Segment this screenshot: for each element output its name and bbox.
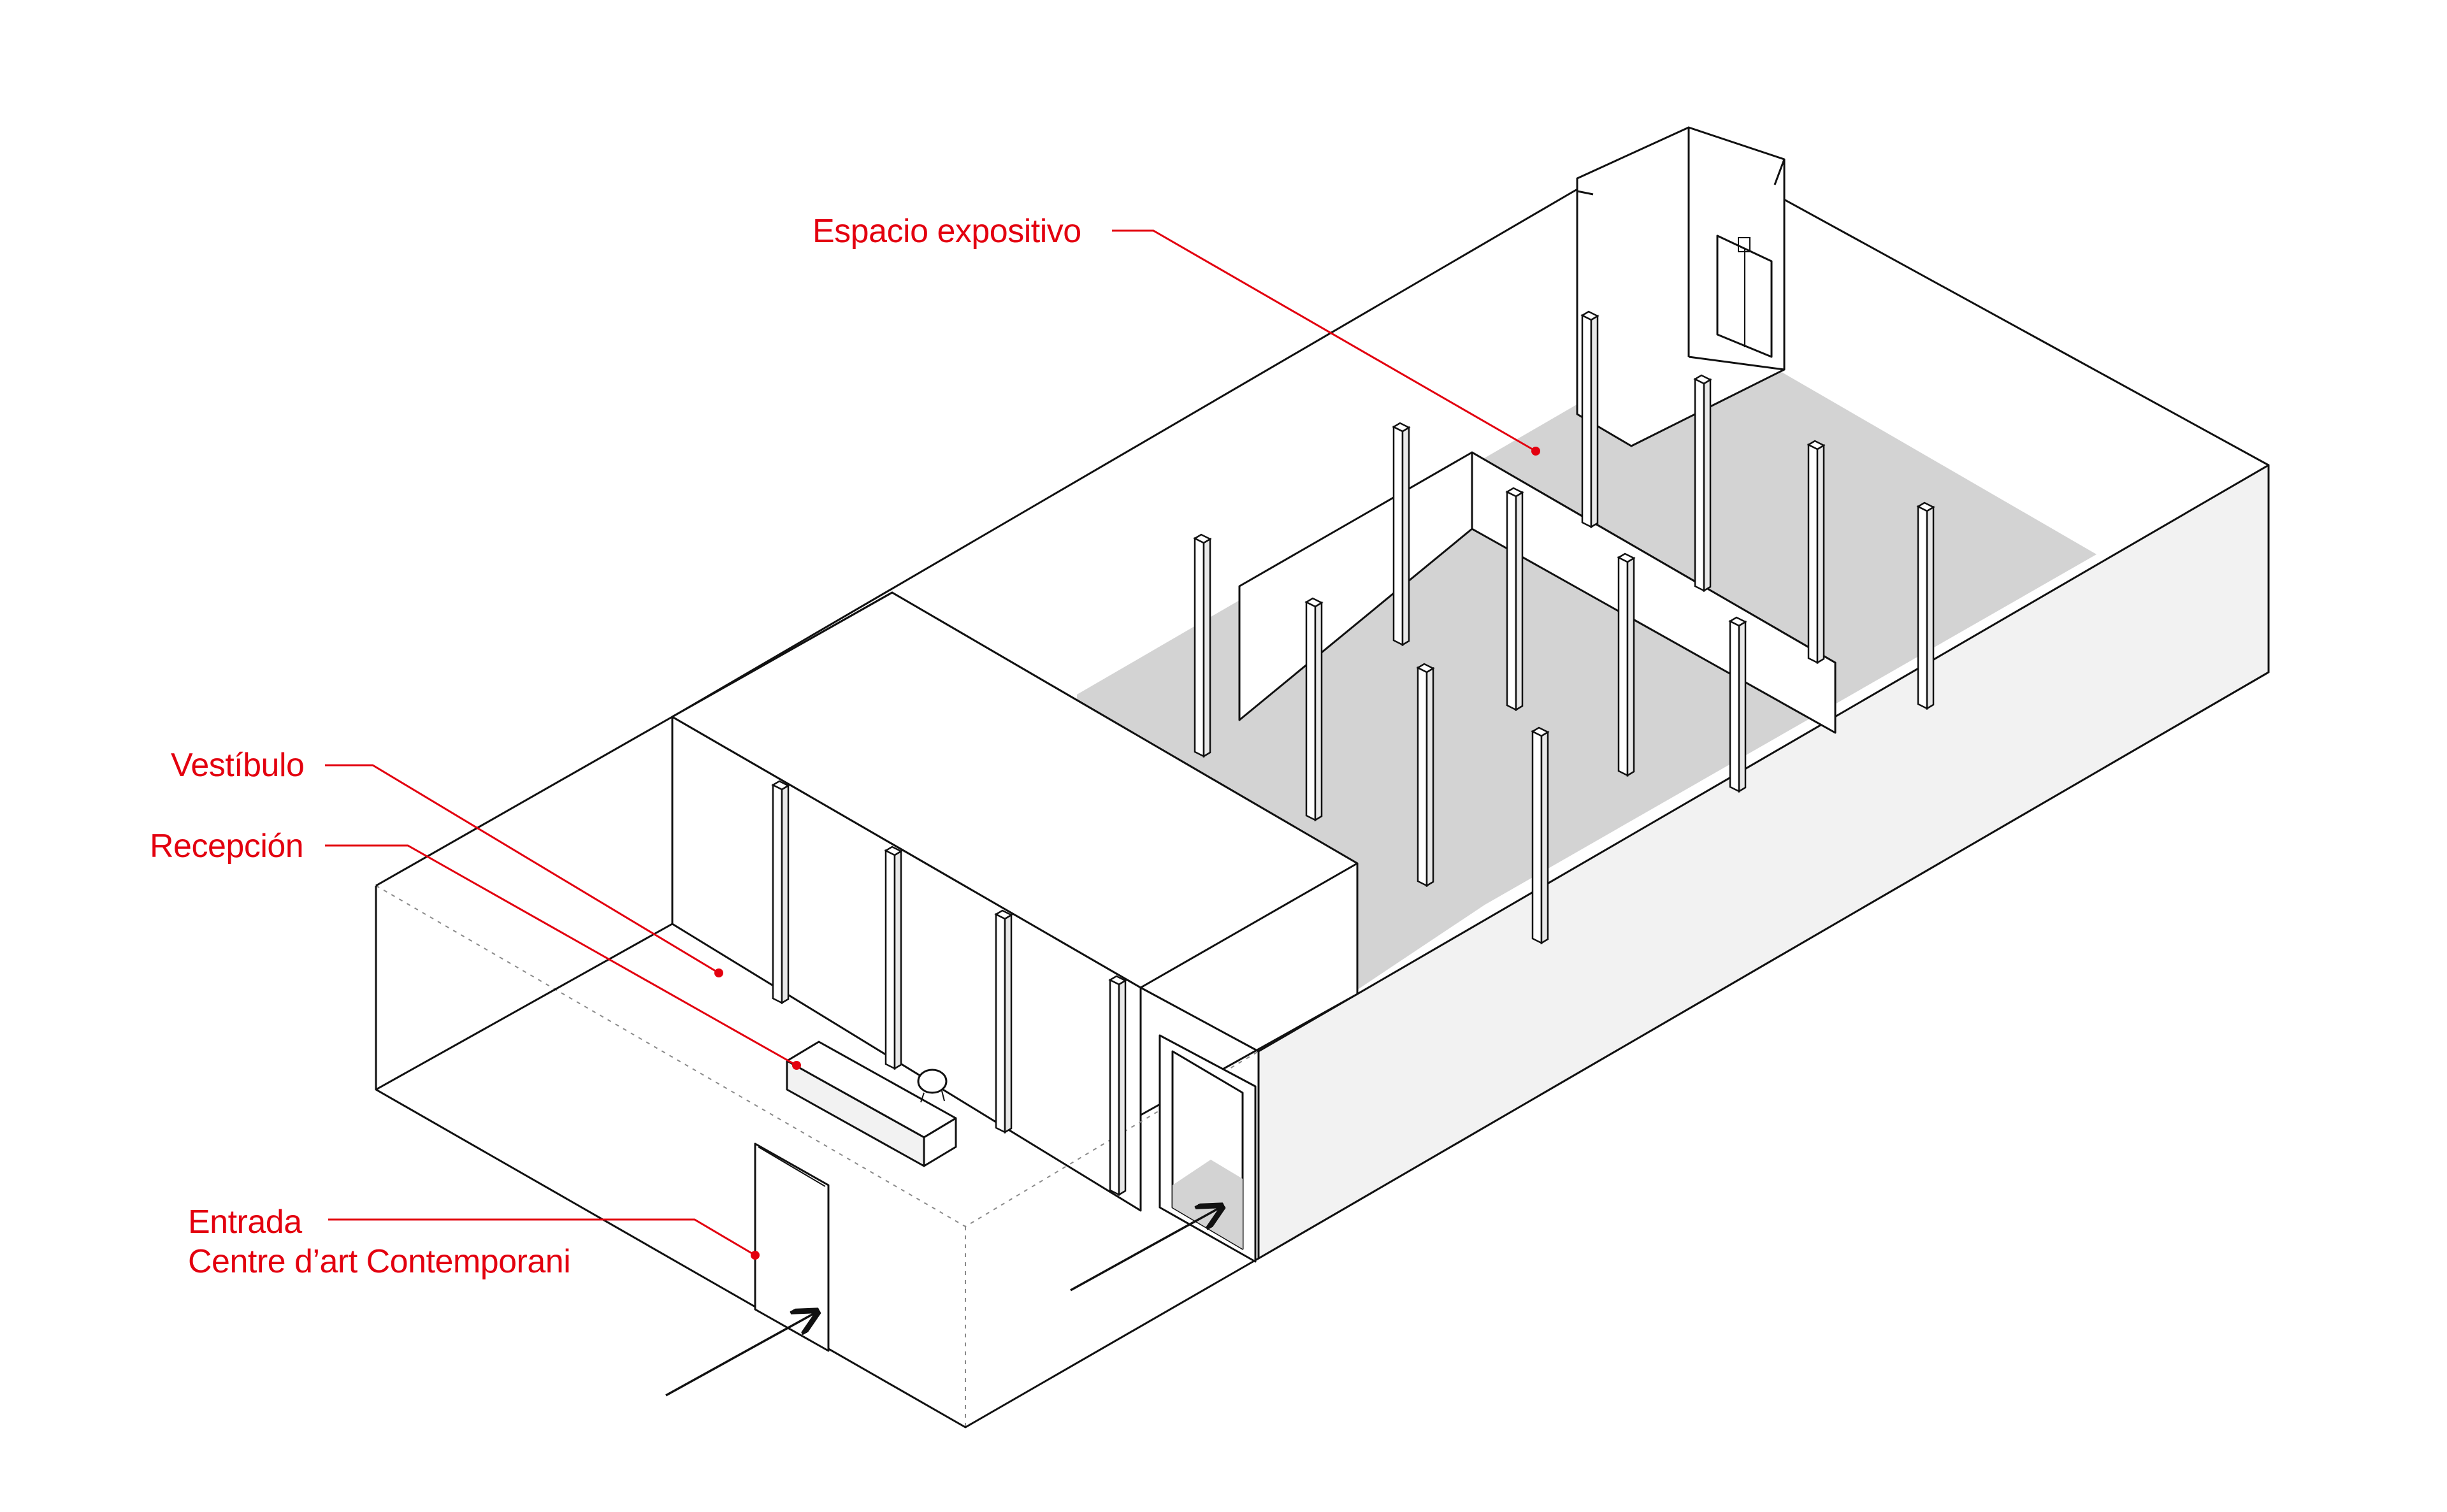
reception-desk-end	[923, 1117, 957, 1167]
front-entry-arrow	[665, 1313, 816, 1397]
column-16-top	[1916, 501, 1935, 512]
column-2-top	[884, 846, 903, 856]
column-7-front	[1417, 666, 1428, 888]
annotation-labels: Espacio expositivo Vestíbulo Recepción E…	[150, 213, 1081, 1280]
column-14-front	[1694, 377, 1705, 593]
column-16-front	[1917, 505, 1928, 710]
building-shell	[671, 126, 2270, 1260]
column-3-front	[995, 912, 1006, 1134]
column-15-front	[1807, 443, 1819, 665]
column-14-side	[1703, 378, 1712, 593]
column-6-side	[1314, 601, 1323, 822]
column-16-side	[1926, 505, 1935, 710]
recepcion-dot	[792, 1061, 801, 1070]
column-15-top	[1807, 440, 1826, 450]
column-13-side	[1590, 314, 1599, 529]
column-1-side	[781, 784, 790, 1005]
column-14-top	[1693, 374, 1712, 385]
column-5-front	[1194, 536, 1205, 758]
column-12-side	[1738, 620, 1747, 793]
entrada-leader	[328, 1218, 756, 1256]
exhibition-floor	[1077, 344, 2097, 994]
columns	[771, 310, 1935, 1197]
column-13-front	[1581, 313, 1592, 529]
reception-chair	[917, 1069, 948, 1094]
reception-desk	[786, 1040, 957, 1167]
column-10-top	[1505, 487, 1524, 498]
column-2-front	[884, 849, 896, 1070]
recepcion-leader	[325, 844, 797, 1067]
column-2-side	[893, 849, 902, 1070]
front-entrance-door	[754, 1142, 830, 1352]
column-11-side	[1626, 556, 1635, 777]
column-12-top	[1728, 616, 1747, 627]
column-7-side	[1426, 666, 1434, 888]
column-4-front	[1109, 978, 1120, 1197]
lobby-roof-plane	[671, 591, 1359, 989]
side-entry-arrow	[1070, 1207, 1220, 1292]
column-9-front	[1392, 425, 1404, 647]
column-9-top	[1392, 422, 1411, 433]
vestibulo-leader	[325, 764, 719, 974]
column-4-side	[1118, 979, 1127, 1197]
label-centre-art: Centre d’art Contemporani	[188, 1243, 570, 1280]
column-10-side	[1515, 491, 1524, 712]
column-7-top	[1416, 663, 1435, 673]
column-6-top	[1304, 597, 1324, 608]
entrada-dot	[751, 1251, 760, 1260]
espacio-dot	[1531, 447, 1540, 456]
column-13-top	[1580, 310, 1599, 321]
column-1-front	[772, 783, 783, 1005]
espacio-leader	[1112, 229, 1536, 452]
column-15-side	[1816, 443, 1825, 665]
column-5-side	[1202, 537, 1211, 758]
column-1-top	[771, 780, 790, 791]
label-espacio-expositivo: Espacio expositivo	[812, 213, 1081, 250]
annotation-leaders	[325, 229, 1540, 1260]
column-8-side	[1540, 730, 1549, 945]
column-12-front	[1729, 619, 1740, 793]
column-8-front	[1531, 730, 1543, 945]
label-recepcion: Recepción	[150, 828, 303, 865]
column-5-top	[1193, 533, 1212, 544]
entrance-arrows	[665, 1207, 1220, 1397]
column-11-top	[1617, 552, 1636, 563]
column-4-top	[1108, 975, 1127, 986]
column-6-front	[1305, 600, 1317, 822]
lobby-block	[375, 591, 1359, 1429]
column-11-front	[1617, 556, 1629, 777]
column-3-side	[1004, 913, 1013, 1134]
label-vestibulo: Vestíbulo	[171, 747, 304, 784]
column-10-front	[1506, 490, 1517, 712]
column-9-side	[1401, 426, 1410, 647]
vestibulo-dot	[714, 968, 723, 977]
column-3-top	[994, 909, 1013, 920]
column-8-top	[1531, 726, 1550, 737]
label-entrada: Entrada	[188, 1204, 302, 1241]
